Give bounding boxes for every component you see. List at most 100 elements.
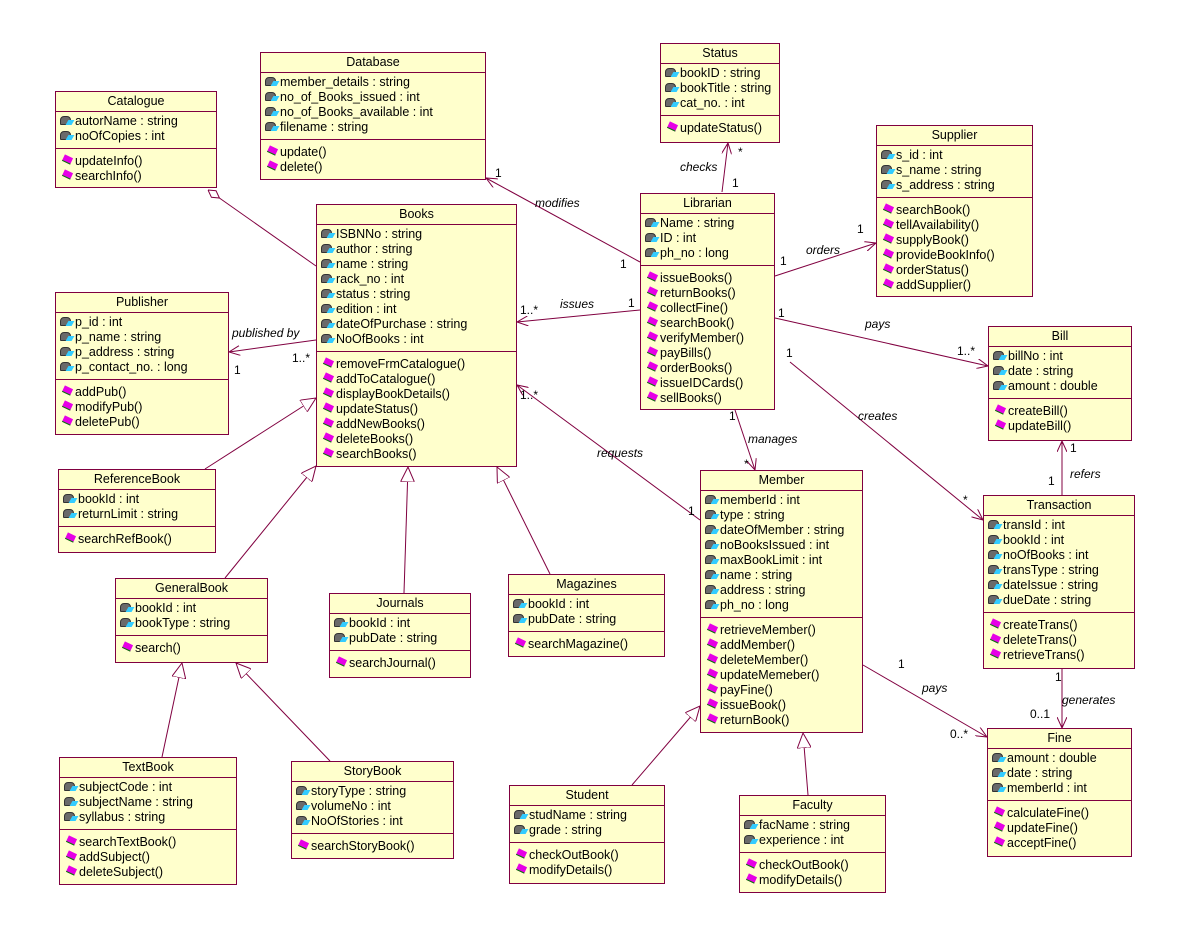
attribute: bookTitle : string: [665, 81, 779, 96]
attribute-text: dateOfPurchase : string: [336, 317, 468, 331]
class-name: TextBook: [60, 758, 236, 778]
operation-icon: [65, 850, 78, 861]
attribute: bookType : string: [120, 616, 267, 631]
operation-icon: [993, 821, 1006, 832]
operation: checkOutBook(): [744, 858, 885, 873]
attribute-text: edition : int: [336, 302, 397, 316]
attribute-icon: [881, 150, 895, 160]
operation: issueIDCards(): [645, 376, 774, 391]
attribute: p_id : int: [60, 315, 228, 330]
attribute-icon: [60, 347, 74, 357]
operation: issueBook(): [705, 698, 862, 713]
operations-section: retrieveMember()addMember()deleteMember(…: [701, 618, 862, 732]
attribute-icon: [744, 835, 758, 845]
attribute-icon: [705, 510, 719, 520]
class-name: Journals: [330, 594, 470, 614]
association-orders: [774, 243, 876, 277]
multiplicity: *: [744, 457, 749, 471]
attribute-text: subjectCode : int: [79, 780, 173, 794]
operation-text: createTrans(): [1003, 618, 1078, 632]
operation-icon: [646, 301, 659, 312]
operation-icon: [322, 402, 335, 413]
attribute-icon: [988, 595, 1002, 605]
attribute: member_details : string: [265, 75, 485, 90]
aggregation-catalogue-books: [208, 190, 317, 267]
operation: modifyDetails(): [744, 873, 885, 888]
attribute-icon: [296, 801, 310, 811]
association-pays: [774, 317, 988, 366]
attribute: s_address : string: [881, 178, 1032, 193]
attribute-icon: [513, 614, 527, 624]
attribute-icon: [265, 92, 279, 102]
attribute-text: noOfCopies : int: [75, 129, 165, 143]
operation: checkOutBook(): [514, 848, 664, 863]
operation-icon: [666, 121, 679, 132]
attribute-text: grade : string: [529, 823, 602, 837]
attribute: type : string: [705, 508, 862, 523]
class-name: Transaction: [984, 496, 1134, 516]
multiplicity: 1..*: [520, 388, 539, 402]
operation: issueBooks(): [645, 271, 774, 286]
operation-icon: [515, 848, 528, 859]
attribute-icon: [992, 783, 1006, 793]
attribute: experience : int: [744, 833, 885, 848]
attribute: filename : string: [265, 120, 485, 135]
association-label: pays: [922, 681, 948, 695]
operation-text: updateInfo(): [75, 154, 143, 168]
operation-text: removeFrmCatalogue(): [336, 357, 466, 371]
attribute-text: name : string: [720, 568, 793, 582]
attribute-icon: [705, 555, 719, 565]
attribute: s_id : int: [881, 148, 1032, 163]
attribute-text: amount : double: [1007, 751, 1097, 765]
operation-icon: [322, 357, 335, 368]
attribute-text: dateIssue : string: [1003, 578, 1099, 592]
attribute-icon: [514, 825, 528, 835]
operation-text: addMember(): [720, 638, 796, 652]
operation-text: verifyMember(): [660, 331, 745, 345]
operation: verifyMember(): [645, 331, 774, 346]
attribute-icon: [265, 107, 279, 117]
attribute-text: subjectName : string: [79, 795, 193, 809]
attribute: ph_no : long: [645, 246, 774, 261]
operation: supplyBook(): [881, 233, 1032, 248]
association-label: checks: [680, 160, 718, 174]
operation: returnBooks(): [645, 286, 774, 301]
operation-text: issueBooks(): [660, 271, 733, 285]
association-label: manages: [748, 432, 798, 446]
operation-icon: [706, 713, 719, 724]
attribute-text: p_name : string: [75, 330, 162, 344]
operations-section: searchJournal(): [330, 651, 470, 675]
operation-text: tellAvailability(): [896, 218, 980, 232]
operation-icon: [646, 346, 659, 357]
multiplicity: 1: [780, 254, 787, 268]
attribute-icon: [705, 585, 719, 595]
operation-text: deletePub(): [75, 415, 140, 429]
attribute-text: transType : string: [1003, 563, 1099, 577]
association-creates: [789, 361, 983, 520]
operation-text: retrieveMember(): [720, 623, 816, 637]
attribute-text: maxBookLimit : int: [720, 553, 823, 567]
operation-text: updateStatus(): [680, 121, 762, 135]
